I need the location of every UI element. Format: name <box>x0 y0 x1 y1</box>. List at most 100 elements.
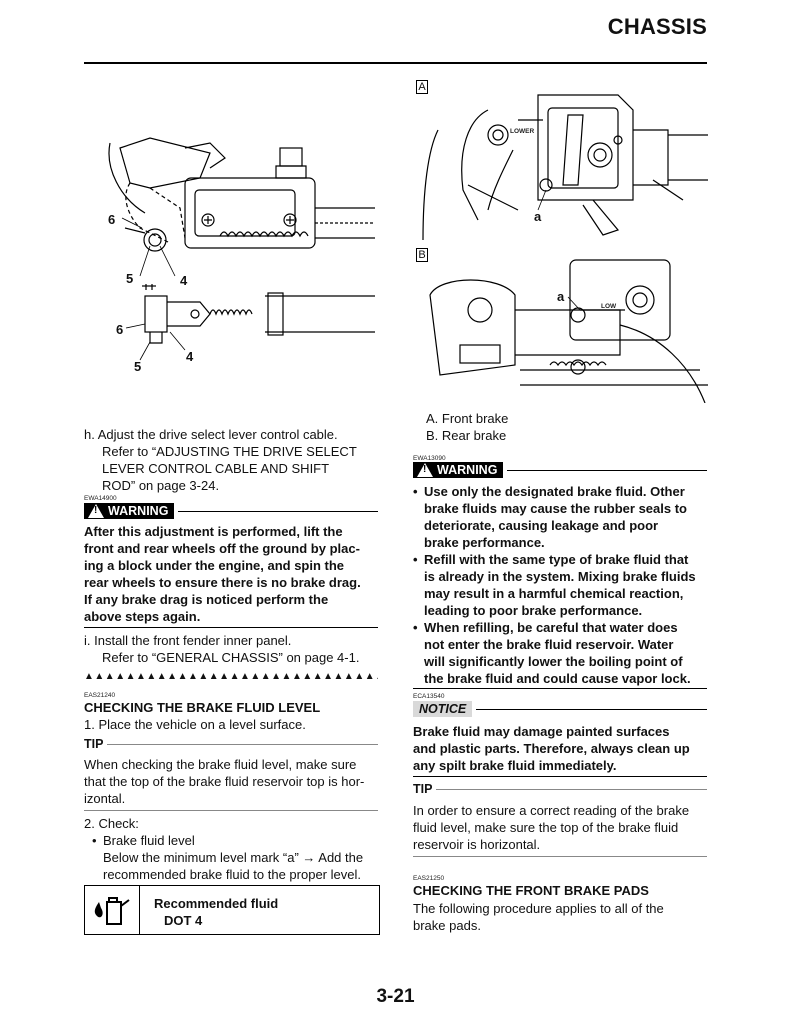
tip-rule-left <box>107 743 378 745</box>
warning-left-line: rear wheels to ensure there is no brake … <box>84 575 361 590</box>
warning-bullet-line: deteriorate, causing leakage and poor <box>424 518 659 533</box>
eas-code-brake-fluid: EAS21240 <box>84 692 116 699</box>
warning-left-line: After this adjustment is performed, lift… <box>84 524 343 539</box>
figure-drive-lever: 6 5 4 6 5 4 <box>90 128 375 378</box>
brake-pads-line: The following procedure applies to all o… <box>413 901 664 916</box>
warning-heading-left: WARNING <box>84 503 378 519</box>
notice-rule <box>476 708 707 710</box>
warning-label-left: WARNING <box>108 504 169 518</box>
callout-6-top: 6 <box>108 212 116 227</box>
step-i-line-2: Refer to “GENERAL CHASSIS” on page 4-1. <box>102 650 360 665</box>
notice-end-rule <box>413 776 707 777</box>
section-title-brake-fluid: CHECKING THE BRAKE FLUID LEVEL <box>84 700 321 715</box>
step-h-line-4: ROD” on page 3-24. <box>102 478 220 493</box>
warning-end-rule-right <box>413 688 707 689</box>
warning-bullet: Refill with the same type of brake fluid… <box>413 551 707 619</box>
figure-rear-brake: a LOW <box>420 255 708 404</box>
notice-body: Brake fluid may damage painted surfaces … <box>413 723 707 774</box>
step-h-line-1: h. Adjust the drive select lever control… <box>84 427 338 442</box>
warning-bullet: When refilling, be careful that water do… <box>413 619 707 687</box>
warning-bullet-line: the brake fluid and could cause vapor lo… <box>424 671 691 686</box>
check-list: Brake fluid level <box>84 832 378 849</box>
tip-end-rule-right <box>413 856 707 857</box>
tip-left-line: izontal. <box>84 791 126 806</box>
warning-rule-right <box>507 469 707 471</box>
fluid-spec: Recommended fluid DOT 4 <box>140 886 278 934</box>
front-brake-reservoir-illustration <box>422 94 708 241</box>
warning-left-line: above steps again. <box>84 609 201 624</box>
warning-body-right: Use only the designated brake fluid. Oth… <box>413 483 707 687</box>
warning-bullet-line: leading to poor brake performance. <box>424 603 643 618</box>
rear-brake-reservoir-illustration <box>429 259 708 404</box>
step-i-line-1: i. Install the front fender inner panel. <box>84 633 292 648</box>
tip-heading-right: TIP <box>413 782 707 796</box>
lower-mark-text: LOWER <box>510 128 535 135</box>
warning-body-left: After this adjustment is performed, lift… <box>84 523 378 625</box>
notice-code: ECA13540 <box>413 693 445 700</box>
callout-5-bottom: 5 <box>134 359 142 374</box>
warning-bullets: Use only the designated brake fluid. Oth… <box>413 483 707 687</box>
notice-heading: NOTICE <box>413 701 707 717</box>
section-header-title: CHASSIS <box>607 14 707 39</box>
figure-label-b: B <box>416 248 428 262</box>
warning-rule-left <box>178 510 378 512</box>
warning-label-right: WARNING <box>437 463 498 477</box>
callout-5-top: 5 <box>126 271 134 286</box>
warning-badge-left: WARNING <box>84 503 175 519</box>
caption-rear-brake: B. Rear brake <box>426 428 507 443</box>
low-mark-text: LOW <box>601 303 617 310</box>
figure-label-a: A <box>416 80 428 94</box>
notice-label: NOTICE <box>413 701 473 717</box>
eas-code-brake-pads: EAS21250 <box>413 875 445 882</box>
tip-left-line: When checking the brake fluid level, mak… <box>84 757 357 772</box>
warning-bullet-line: Use only the designated brake fluid. Oth… <box>424 484 685 499</box>
warning-bullet-line: is already in the system. Mixing brake f… <box>424 569 696 584</box>
page-number: 3-21 <box>376 986 415 1007</box>
step-h: h. Adjust the drive select lever control… <box>84 426 378 494</box>
warning-left-line: front and rear wheels off the ground by … <box>84 541 360 556</box>
notice-line: Brake fluid may damage painted surfaces <box>413 724 670 739</box>
section-title-brake-pads: CHECKING THE FRONT BRAKE PADS <box>413 883 649 898</box>
step-1: 1. Place the vehicle on a level surface. <box>84 717 306 732</box>
callout-6-bottom: 6 <box>116 322 124 337</box>
caption-front-brake: A. Front brake <box>426 411 509 426</box>
warning-bullet: Use only the designated brake fluid. Oth… <box>413 483 707 551</box>
warning-bullet-line: may result in a harmful chemical reactio… <box>424 586 684 601</box>
warning-bullet-line: When refilling, be careful that water do… <box>424 620 678 635</box>
warning-triangle-icon <box>417 463 433 477</box>
notice-line: any spilt brake fluid immediately. <box>413 758 617 773</box>
warning-bullet-line: Refill with the same type of brake fluid… <box>424 552 689 567</box>
tip-right-line: In order to ensure a correct reading of … <box>413 803 690 818</box>
callout-4-bottom: 4 <box>186 349 194 364</box>
check-detail-line: recommended brake fluid to the proper le… <box>103 867 361 882</box>
tip-end-rule-left <box>84 810 378 811</box>
notice-line: and plastic parts. Therefore, always cle… <box>413 741 690 756</box>
warning-bullet-line: brake fluids may cause the rubber seals … <box>424 501 687 516</box>
warning-left-line: If any brake drag is noticed perform the <box>84 592 329 607</box>
check-detail-line: Below the minimum level mark “a” → Add t… <box>103 850 364 865</box>
tip-label-right: TIP <box>413 782 433 796</box>
step-h-line-3: LEVER CONTROL CABLE AND SHIFT <box>102 461 330 476</box>
recommended-fluid-box: Recommended fluid DOT 4 <box>84 885 380 935</box>
fluid-value: DOT 4 <box>164 913 203 928</box>
step-i: i. Install the front fender inner panel.… <box>84 632 378 666</box>
callout-4-top: 4 <box>180 273 188 288</box>
warning-left-line: ing a block under the engine, and spin t… <box>84 558 345 573</box>
tip-heading-left: TIP <box>84 737 378 751</box>
warning-end-rule-left <box>84 627 378 628</box>
fluid-title: Recommended fluid <box>154 896 279 911</box>
warning-badge-right: WARNING <box>413 462 504 478</box>
figure-front-brake: LOWER a <box>418 90 708 241</box>
warning-triangle-icon <box>88 504 104 518</box>
drive-lever-illustration <box>108 137 375 361</box>
tip-label-left: TIP <box>84 737 104 751</box>
warning-bullet-line: not enter the brake fluid reservoir. Wat… <box>424 637 674 652</box>
warning-bullet-line: brake performance. <box>424 535 545 550</box>
warning-code-left: EWA14900 <box>84 495 117 502</box>
tip-right-line: reservoir is horizontal. <box>413 837 541 852</box>
step-2-line: 2. Check: <box>84 816 139 831</box>
brake-pads-body: The following procedure applies to all o… <box>413 900 707 934</box>
callout-a-rear: a <box>557 289 565 304</box>
brake-pads-line: brake pads. <box>413 918 481 933</box>
tip-left-line: that the top of the brake fluid reservoi… <box>84 774 365 789</box>
